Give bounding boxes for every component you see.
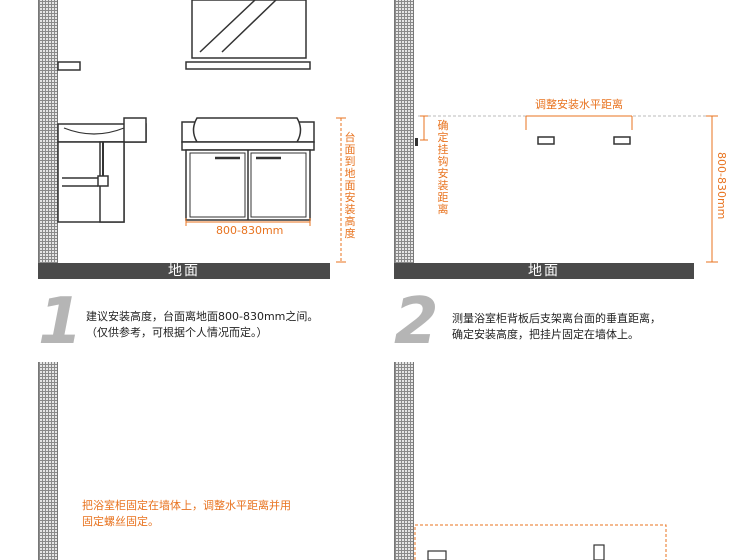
hook-distance-label: 确定挂钩安装距离 bbox=[437, 119, 449, 216]
step-number-1: 1 bbox=[38, 285, 83, 359]
cabinet-outline-panel4 bbox=[414, 524, 667, 560]
bracket-drawing-panel2 bbox=[415, 115, 718, 263]
wall-left-panel1 bbox=[38, 0, 58, 263]
horizontal-distance-label: 调整安装水平距离 bbox=[535, 98, 623, 111]
install-height-label: 台面到地面安装高度 bbox=[344, 131, 356, 240]
height-range-label: 800-830mm bbox=[715, 152, 728, 220]
wall-left-panel3 bbox=[38, 362, 58, 560]
step1-line1: 建议安装高度，台面离地面800-830mm之间。 bbox=[86, 310, 319, 323]
step2-line2: 确定安装高度，把挂片固定在墙体上。 bbox=[452, 328, 639, 341]
step3-line2: 固定螺丝固定。 bbox=[82, 515, 159, 528]
floor-bar-panel2: 地面 bbox=[394, 263, 694, 279]
width-dimension-label: 800-830mm bbox=[216, 224, 284, 237]
cabinet-drawing-panel1 bbox=[57, 0, 346, 263]
wall-left-panel2 bbox=[394, 0, 414, 263]
floor-bar-panel1: 地面 bbox=[38, 263, 330, 279]
step3-line1: 把浴室柜固定在墙体上，调整水平距离并用 bbox=[82, 499, 291, 512]
step1-line2: （仅供参考，可根据个人情况而定。） bbox=[86, 326, 268, 339]
step2-line1: 测量浴室柜背板后支架离台面的垂直距离， bbox=[452, 312, 661, 325]
wall-left-panel4 bbox=[394, 362, 414, 560]
step-number-2: 2 bbox=[394, 285, 439, 359]
